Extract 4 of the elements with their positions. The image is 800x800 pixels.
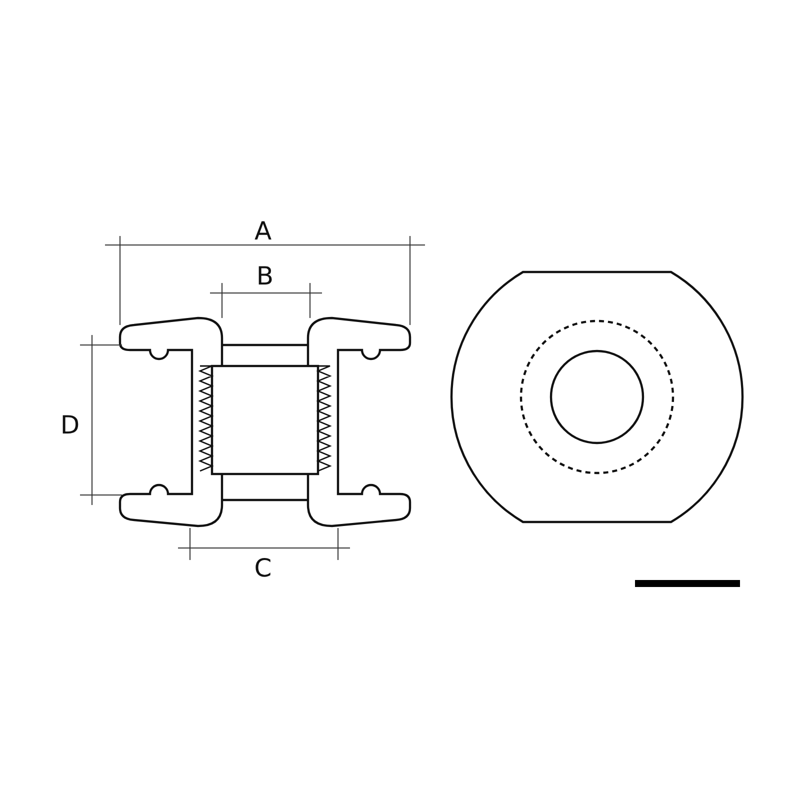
dimension-label: C [254,556,272,580]
dimension-label: A [254,218,272,244]
dimension-label: B [256,264,274,288]
dimension-label: D [60,412,80,438]
